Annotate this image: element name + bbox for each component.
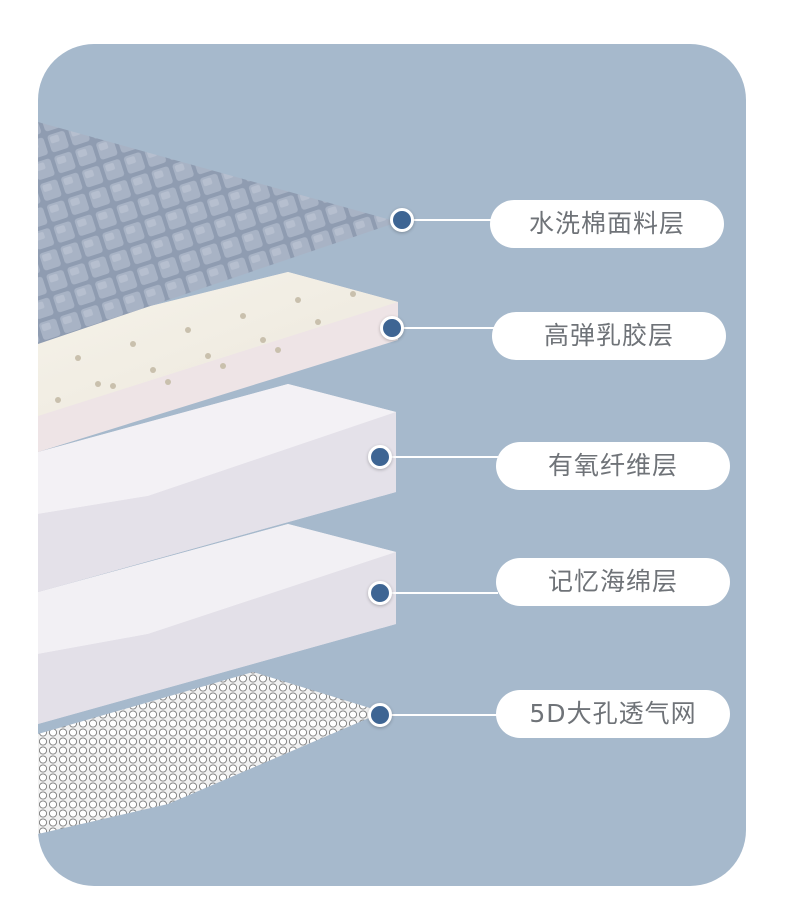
- layer-marker-dot: [368, 445, 392, 469]
- foam-layer-shape: [38, 524, 396, 724]
- connector-line: [380, 456, 498, 458]
- latex-layer-shape: [38, 272, 398, 452]
- connector-line: [380, 714, 498, 716]
- layer-marker-dot: [380, 316, 404, 340]
- label-fabric-layer: 水洗棉面料层: [490, 200, 724, 248]
- fabric-layer-shape: [38, 122, 398, 344]
- layer-marker-dot: [368, 581, 392, 605]
- label-latex-layer: 高弹乳胶层: [492, 312, 726, 360]
- product-layer-panel: 水洗棉面料层 高弹乳胶层 有氧纤维层 记忆海绵层 5D大孔透气网: [38, 44, 746, 886]
- mattress-layers-illustration: [38, 122, 398, 834]
- fiber-layer-shape: [38, 384, 396, 592]
- connector-line: [402, 219, 492, 221]
- label-mesh-layer: 5D大孔透气网: [496, 690, 730, 738]
- connector-line: [392, 327, 494, 329]
- layer-marker-dot: [368, 703, 392, 727]
- label-foam-layer: 记忆海绵层: [496, 558, 730, 606]
- mesh-layer-shape: [38, 672, 383, 834]
- connector-line: [380, 592, 498, 594]
- label-fiber-layer: 有氧纤维层: [496, 442, 730, 490]
- layer-marker-dot: [390, 208, 414, 232]
